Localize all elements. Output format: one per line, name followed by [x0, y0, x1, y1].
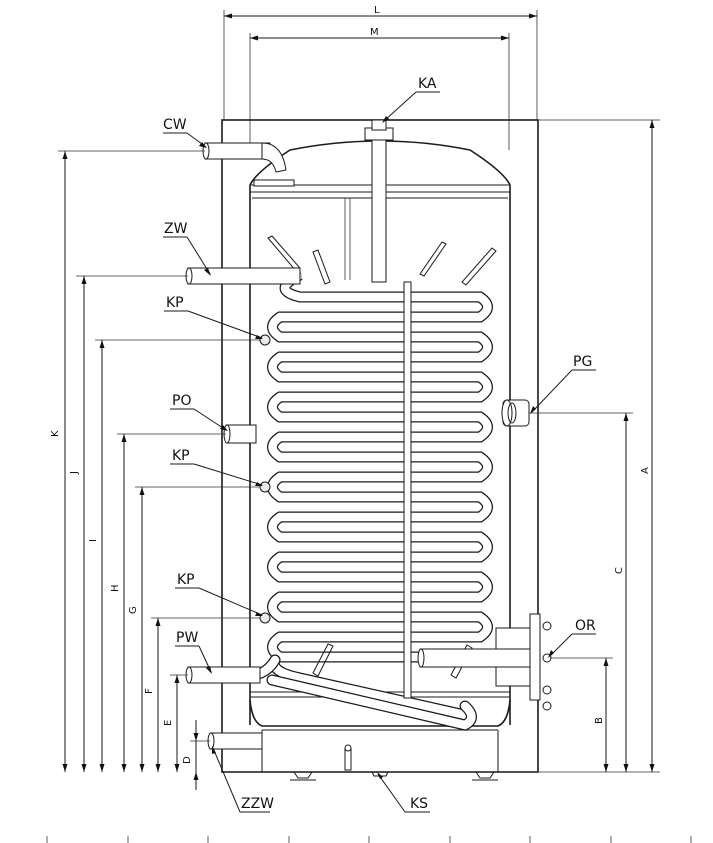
dimension-a: A: [640, 120, 655, 772]
callout-kp-low: KP: [175, 572, 263, 616]
callout-po: PO: [170, 393, 228, 431]
label-pg: PG: [573, 354, 592, 370]
dim-label-a: A: [640, 467, 651, 474]
dimension-c: C: [529, 412, 633, 772]
dimension-d: D: [182, 720, 210, 790]
dim-label-g: G: [128, 606, 139, 614]
dimension-j: J: [69, 275, 188, 772]
frame-ticks: [46, 836, 692, 843]
dim-label-f: F: [144, 688, 155, 694]
dim-label-c: C: [614, 567, 625, 574]
pg-gauge: [501, 399, 530, 427]
label-kp-top: KP: [166, 295, 184, 311]
label-zw: ZW: [164, 221, 188, 237]
dimension-m: M: [249, 27, 510, 150]
zw-pipe: [185, 267, 301, 285]
label-ks: KS: [410, 796, 428, 812]
dimension-i: I: [88, 339, 260, 772]
dim-label-b: B: [594, 717, 605, 724]
pw-pipe: [185, 666, 261, 684]
callout-zw: ZW: [163, 221, 211, 276]
or-flange: [417, 613, 552, 711]
label-po: PO: [172, 393, 191, 409]
dimension-b: B: [550, 657, 613, 772]
callout-zzw: ZZW: [212, 746, 274, 813]
callout-ks: KS: [377, 772, 430, 813]
dimension-f: F: [144, 617, 260, 772]
label-kp-low: KP: [177, 572, 195, 588]
callout-pg: PG: [530, 354, 596, 414]
tank-base: [261, 730, 499, 781]
dimension-l: L: [223, 5, 538, 120]
dim-label-k: K: [50, 430, 61, 437]
label-cw: CW: [163, 117, 187, 133]
callout-cw: CW: [163, 117, 207, 148]
dim-label-h: H: [110, 584, 121, 592]
sensor-tube: [403, 281, 412, 699]
label-zzw: ZZW: [241, 796, 274, 812]
dim-label-i: I: [88, 539, 99, 542]
label-kp-mid: KP: [172, 448, 190, 464]
callout-ka: KA: [382, 76, 440, 123]
dim-label-j: J: [69, 471, 80, 475]
heating-coil: [189, 269, 493, 731]
label-pw: PW: [176, 630, 198, 646]
sensor-ports: [259, 334, 271, 624]
dimension-g: G: [128, 486, 260, 772]
zzw-pipe: [207, 732, 263, 750]
dimension-h: H: [110, 433, 226, 772]
dim-label-l: L: [374, 5, 380, 16]
dim-label-m: M: [370, 27, 379, 38]
anode-assembly: [364, 119, 394, 283]
dim-label-d: D: [182, 756, 193, 764]
callout-or: OR: [548, 618, 596, 658]
callout-kp-mid: KP: [170, 448, 263, 486]
label-or: OR: [575, 618, 596, 634]
cw-pipe: [202, 142, 295, 187]
dim-label-e: E: [163, 720, 174, 726]
dimension-e: E: [163, 674, 188, 772]
callout-kp-top: KP: [164, 295, 263, 339]
dimension-k: K: [50, 150, 205, 772]
callout-pw: PW: [175, 630, 212, 674]
label-ka: KA: [418, 76, 437, 92]
po-pipe: [223, 424, 257, 444]
